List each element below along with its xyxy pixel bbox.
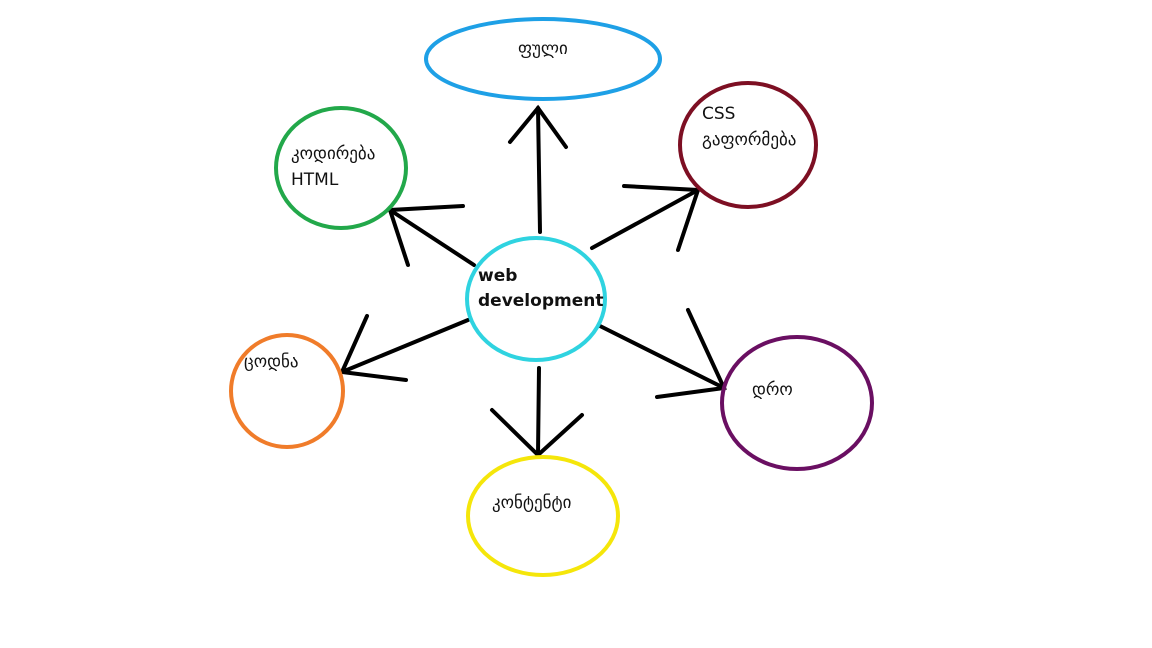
css-label-line-1: CSS <box>702 104 736 124</box>
html-node-label: კოდირება HTML <box>291 141 375 193</box>
arrow-to-money <box>508 104 568 234</box>
arrow-to-content <box>490 366 584 458</box>
center-node <box>465 236 607 362</box>
html-label-line-2: HTML <box>291 170 339 190</box>
time-node <box>720 335 874 471</box>
center-label-line-1: web <box>478 266 518 286</box>
arrow-to-html <box>387 204 476 267</box>
knowledge-label-line-1: ცოდნა <box>244 352 299 372</box>
nodes <box>229 17 874 577</box>
time-node-label: დრო <box>752 377 793 403</box>
center-node-label: web development <box>478 264 603 314</box>
arrow-to-css <box>590 184 701 252</box>
html-label-line-1: კოდირება <box>291 144 376 164</box>
content-node-label: კონტენტი <box>492 490 571 516</box>
center-label-line-2: development <box>478 291 604 311</box>
arrow-to-knowledge <box>339 314 470 382</box>
knowledge-node <box>229 333 345 449</box>
html-node <box>274 106 408 230</box>
money-label-line-1: ფული <box>518 39 568 59</box>
arrow-to-time <box>598 308 727 399</box>
content-label-line-1: კონტენტი <box>492 493 572 513</box>
css-node-label: CSS გაფორმება <box>702 101 796 153</box>
css-label-line-2: გაფორმება <box>702 130 797 150</box>
time-label-line-1: დრო <box>752 380 793 400</box>
money-node <box>424 17 662 101</box>
money-node-label: ფული <box>518 36 568 62</box>
content-node <box>466 455 620 577</box>
css-node <box>678 81 818 209</box>
knowledge-node-label: ცოდნა <box>244 349 299 375</box>
